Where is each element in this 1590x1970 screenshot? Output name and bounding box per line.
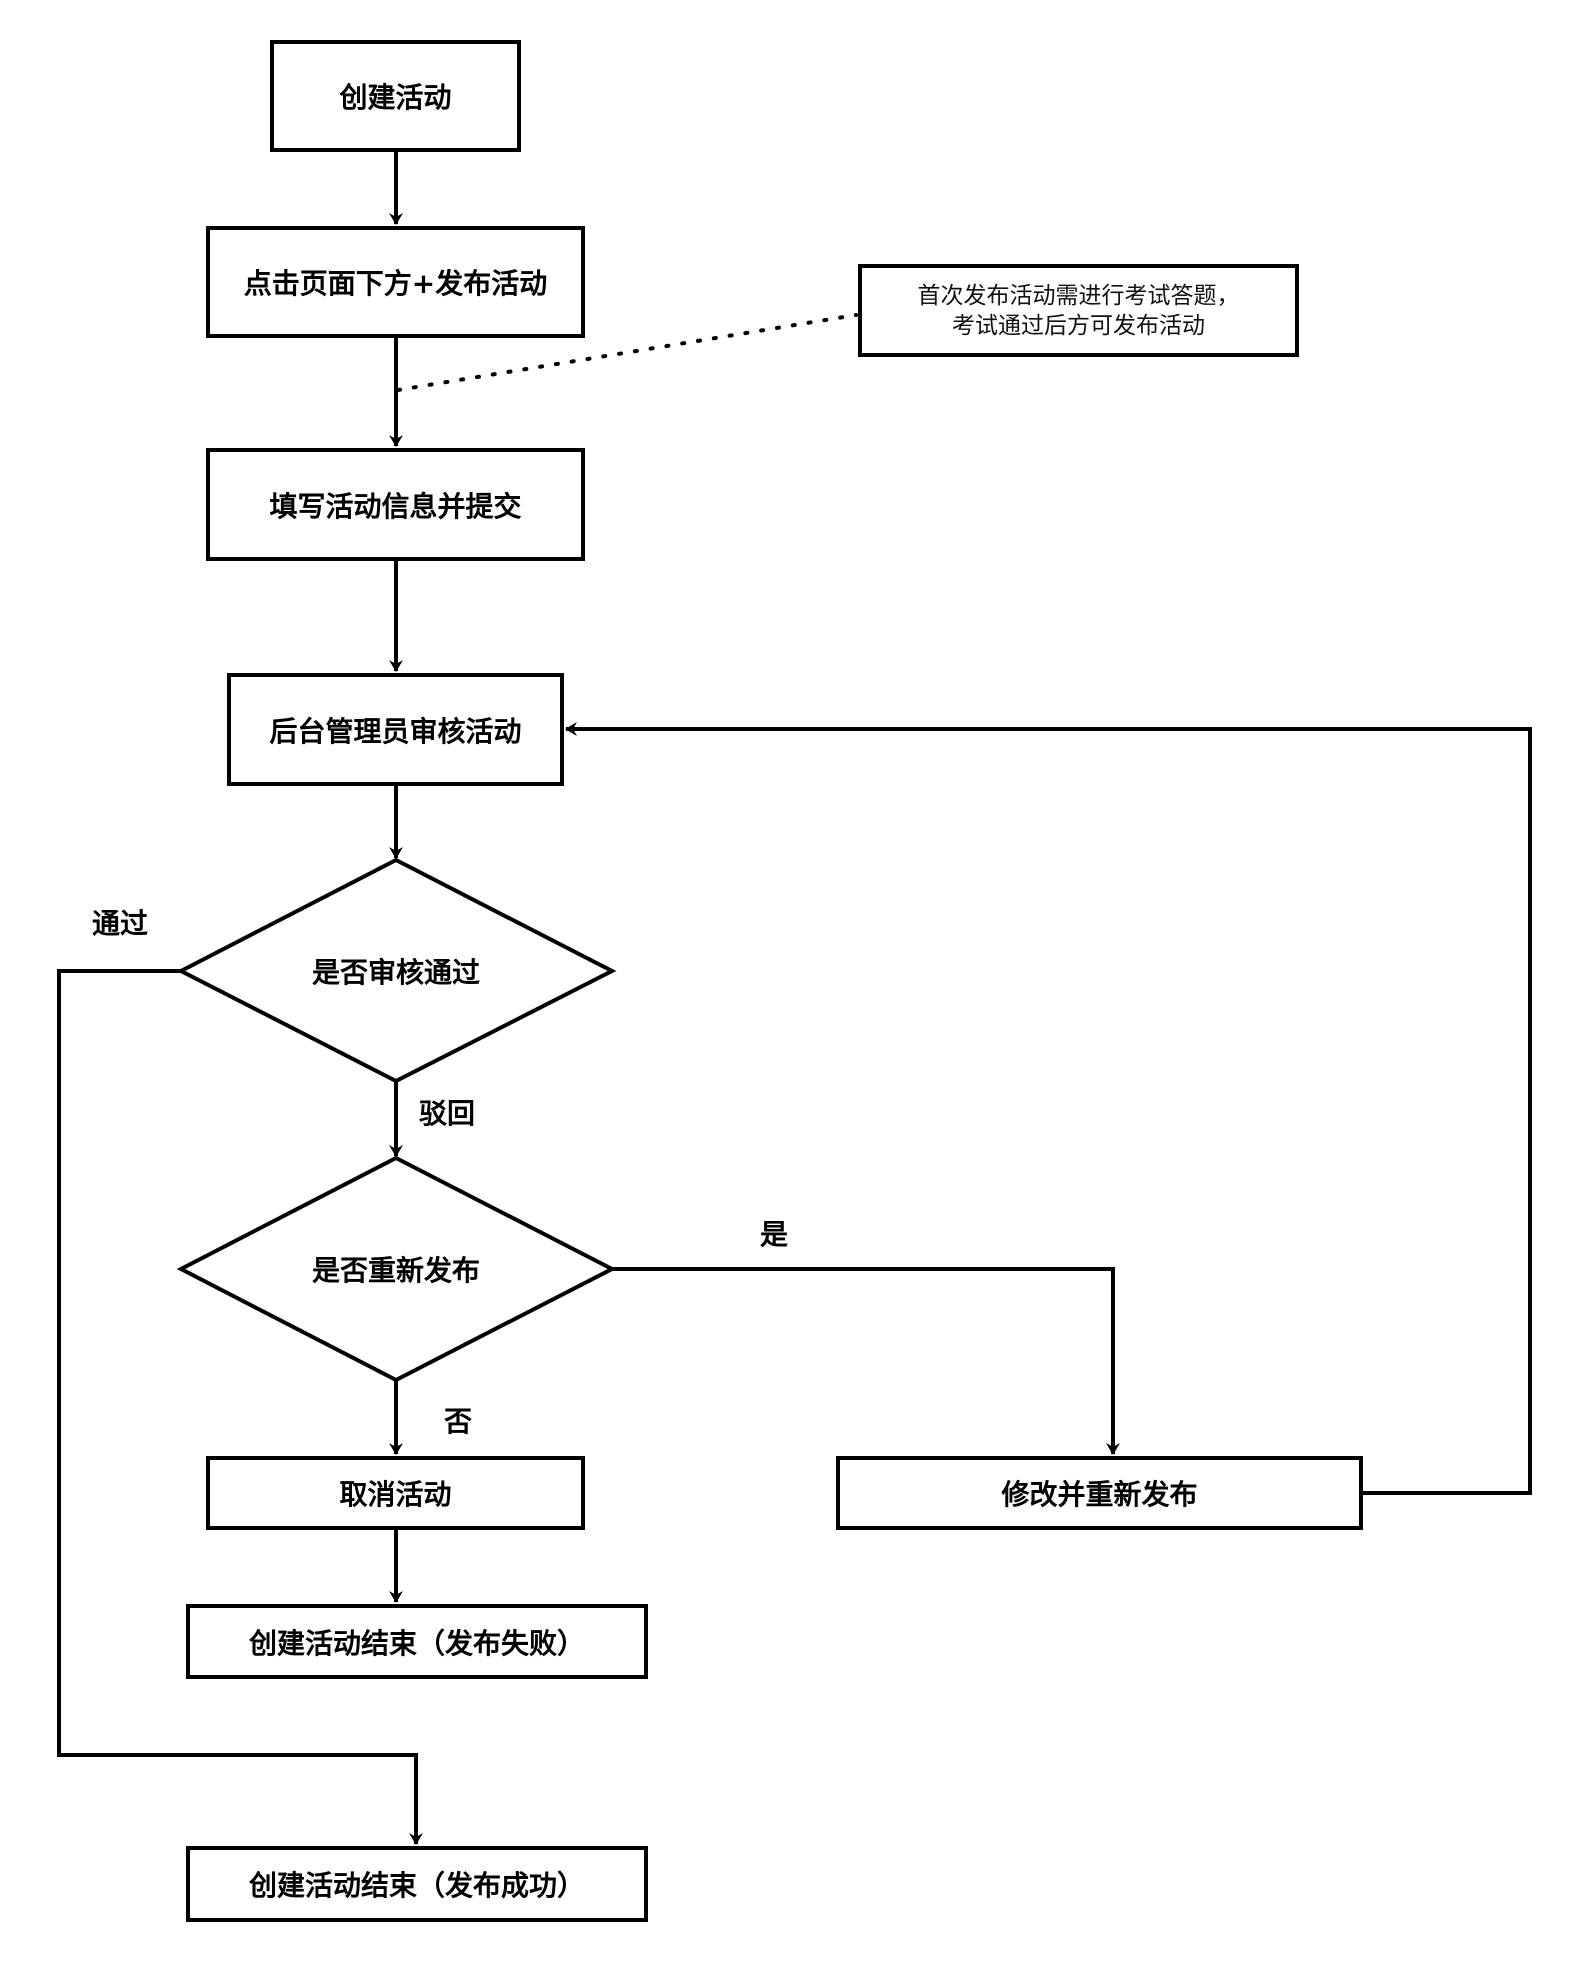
edge-modify-loop (565, 722, 1532, 1495)
edge-label-yes: 是 (759, 1218, 789, 1251)
edge-label-approved: 通过 (91, 907, 149, 940)
node-end-failed: 创建活动结束（发布失败） (186, 1604, 648, 1679)
decision-approved-label: 是否审核通过 (311, 956, 481, 989)
node-modify-republish: 修改并重新发布 (836, 1456, 1363, 1530)
node-fill-info: 填写活动信息并提交 (206, 448, 585, 561)
node-cancel-activity: 取消活动 (206, 1456, 585, 1530)
node-admin-review: 后台管理员审核活动 (227, 673, 564, 786)
note-connector-dotted (396, 313, 858, 392)
edge-label-rejected: 驳回 (418, 1097, 476, 1130)
node-create-activity: 创建活动 (270, 40, 521, 152)
edge-yes (612, 1267, 1120, 1455)
node-click-publish: 点击页面下方+发布活动 (206, 226, 585, 338)
edge-approved (57, 969, 423, 1845)
note-exam-requirement: 首次发布活动需进行考试答题， 考试通过后方可发布活动 (858, 264, 1299, 357)
edge-label-no: 否 (443, 1405, 473, 1438)
node-end-success: 创建活动结束（发布成功） (186, 1846, 648, 1922)
decision-republish-label: 是否重新发布 (311, 1254, 481, 1287)
